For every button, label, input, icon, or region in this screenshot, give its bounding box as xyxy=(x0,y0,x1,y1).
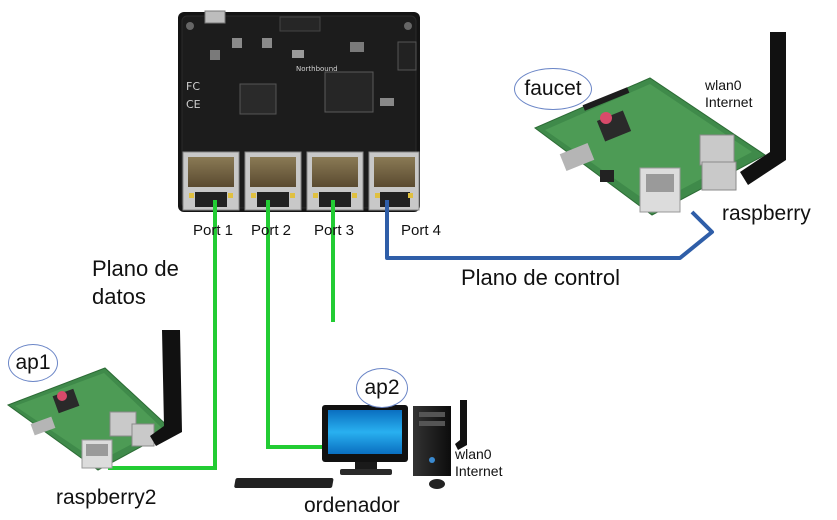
openflow-switch: FC CE Northbound xyxy=(178,10,420,212)
data-plane-label-line1: Plano de xyxy=(92,256,179,281)
svg-text:FC: FC xyxy=(186,80,200,93)
ap2-tag: ap2 xyxy=(356,368,408,408)
ap1-tag: ap1 xyxy=(8,344,58,382)
data-link-port2 xyxy=(266,200,322,449)
controller-iface: wlan0 xyxy=(705,77,742,93)
svg-text:CE: CE xyxy=(186,98,201,111)
switch-brand-text: Northbound xyxy=(296,65,338,73)
control-plane-label: Plano de control xyxy=(461,265,620,290)
ap2-antenna xyxy=(455,400,467,450)
controller-antenna xyxy=(740,32,786,185)
rj45-port-1 xyxy=(182,151,240,211)
rj45-port-3 xyxy=(306,151,364,211)
port-2-label: Port 2 xyxy=(251,222,292,239)
rj45-port-4 xyxy=(368,151,420,211)
port-4-label: Port 4 xyxy=(401,222,442,239)
control-plane-link xyxy=(385,200,714,260)
port-1-label: Port 1 xyxy=(193,222,234,239)
data-plane-links xyxy=(108,200,335,470)
faucet-tag: faucet xyxy=(514,68,592,110)
ap1-name: raspberry2 xyxy=(56,486,157,509)
data-link-port1 xyxy=(108,200,217,470)
port-3-label: Port 3 xyxy=(314,222,355,239)
data-plane-label-line2: datos xyxy=(92,284,146,309)
ap2-iface: wlan0 xyxy=(455,446,492,462)
ap2-iface-desc: Internet xyxy=(455,463,503,479)
ap2-name: ordenador xyxy=(304,494,400,517)
computer-ap2 xyxy=(234,400,467,489)
raspberry-pi-controller xyxy=(534,32,786,216)
raspberry-pi-ap1 xyxy=(6,330,182,471)
controller-iface-desc: Internet xyxy=(705,94,753,110)
controller-name: raspberry xyxy=(722,202,811,225)
rj45-port-2 xyxy=(244,151,302,211)
ap1-antenna xyxy=(150,330,182,446)
